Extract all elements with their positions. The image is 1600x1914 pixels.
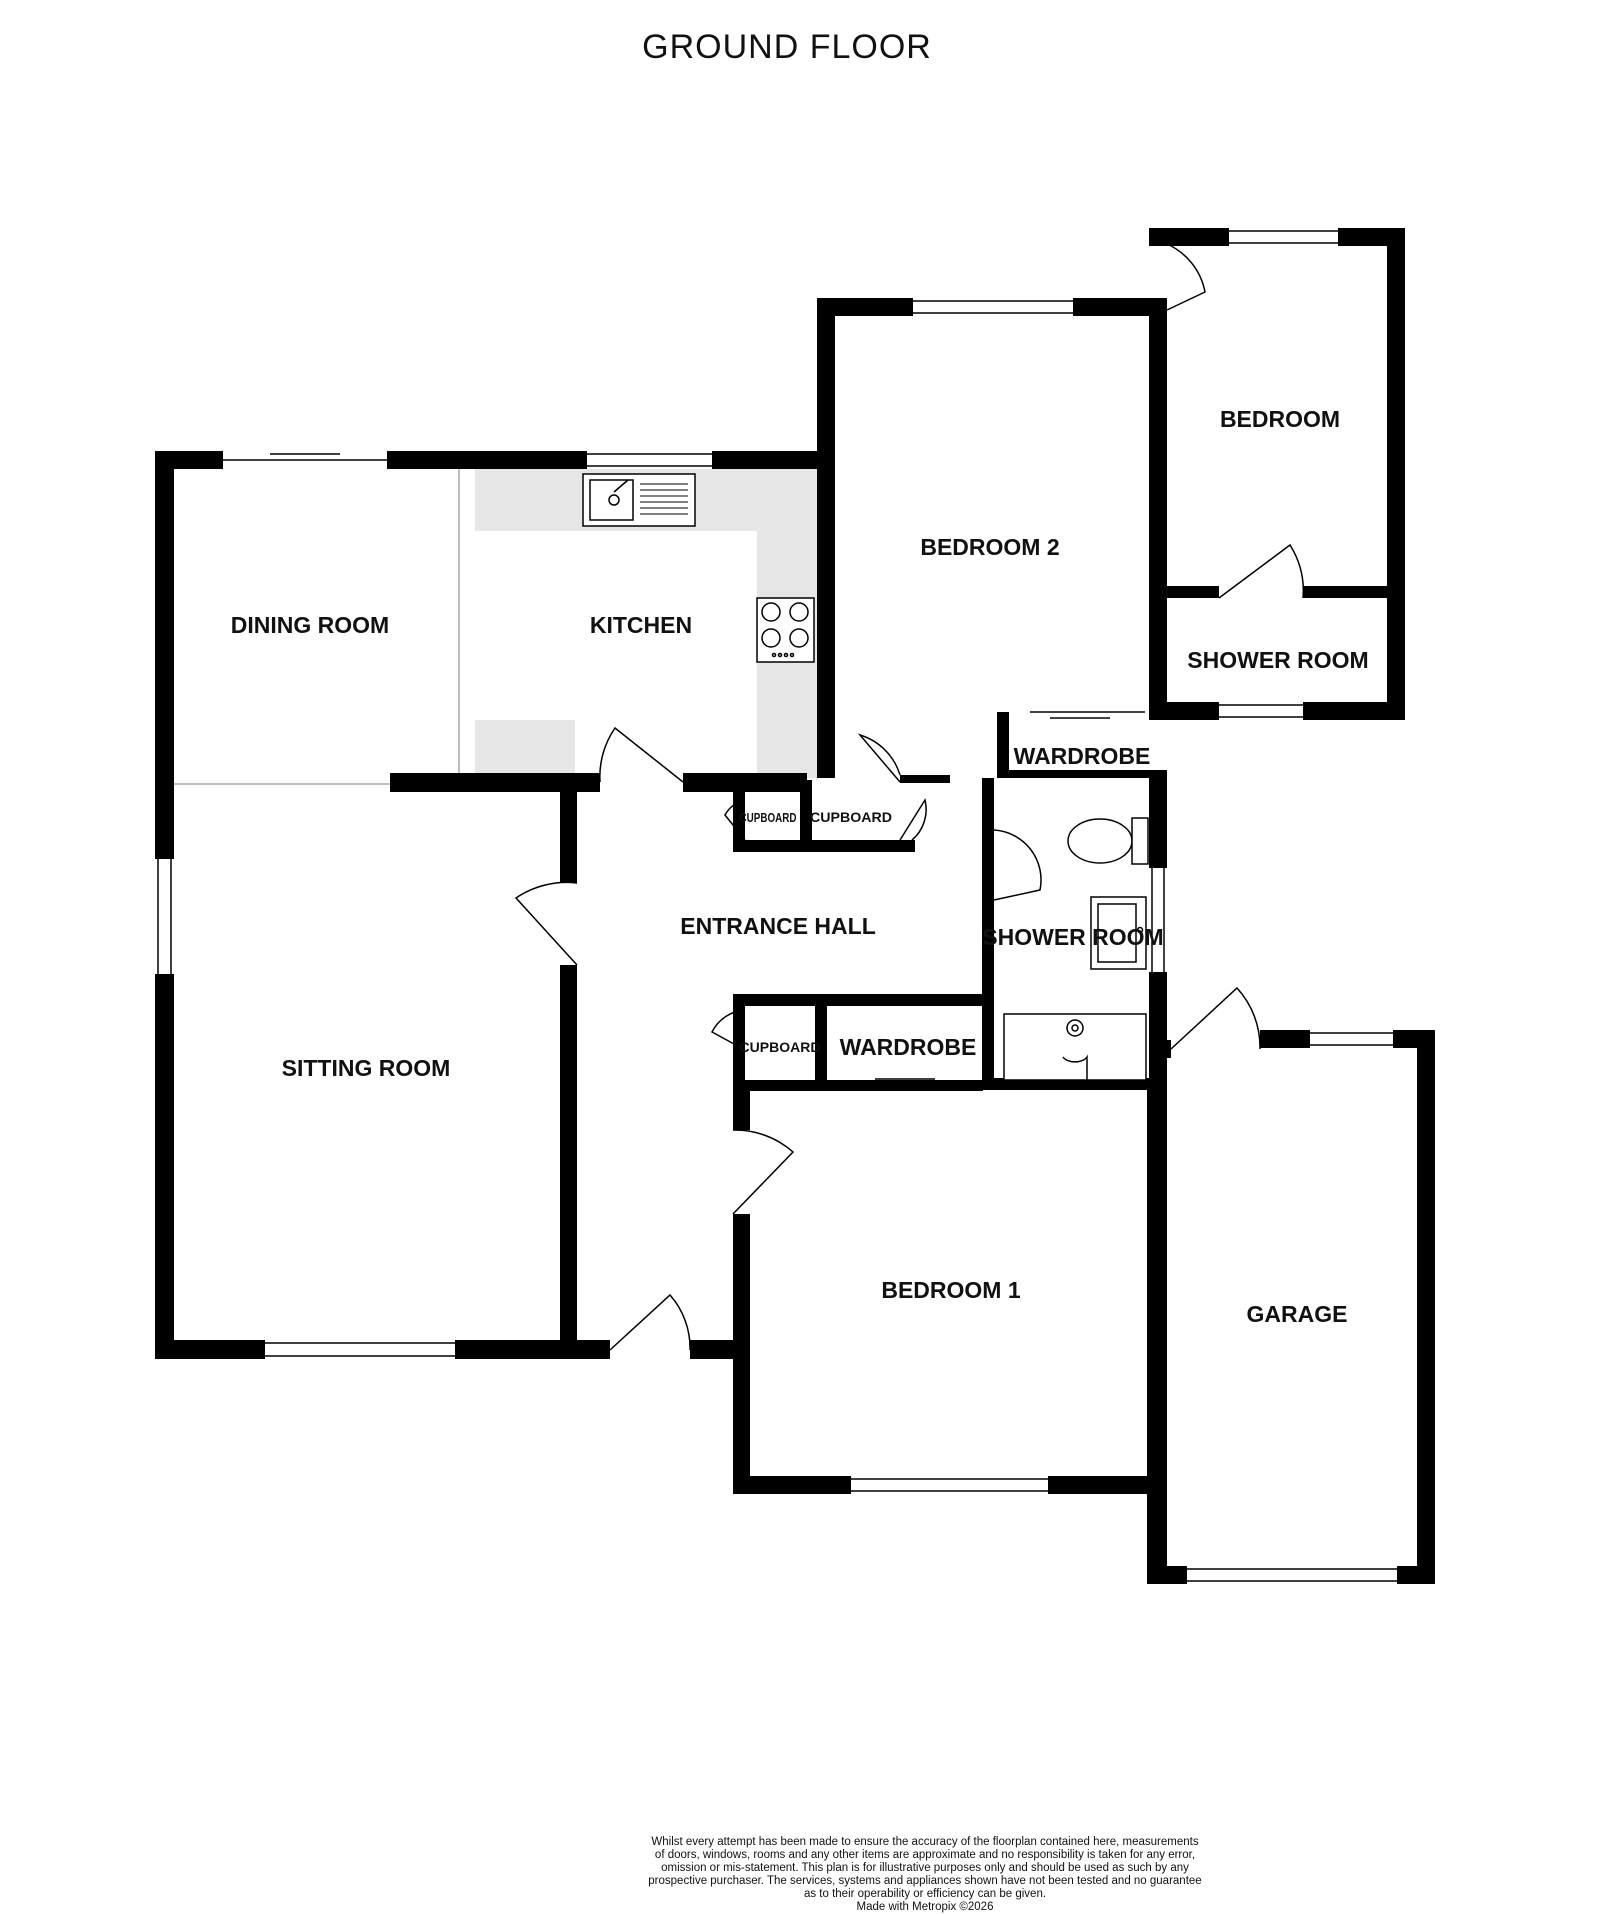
open-plan-dividers [174, 468, 460, 785]
toilet-icon [1067, 817, 1149, 865]
disclaimer-line: omission or mis-statement. This plan is … [661, 1862, 1189, 1874]
shower-tray-icon [1003, 1013, 1147, 1081]
room-label-wardrobe-upper: WARDROBE [1014, 743, 1151, 769]
room-label-bedroom-2: BEDROOM 2 [920, 534, 1059, 560]
hob-icon [756, 597, 815, 663]
floor-title: GROUND FLOOR [642, 28, 932, 66]
room-label-garage: GARAGE [1247, 1301, 1348, 1327]
disclaimer-line: as to their operability or efficiency ca… [803, 1888, 1047, 1900]
room-label-kitchen: KITCHEN [590, 612, 692, 638]
sliding-doors [223, 453, 1145, 1086]
room-label-cupboard-right: CUPBOARD [810, 809, 892, 825]
room-label-cupboard-lower: CUPBOARD [740, 1039, 821, 1055]
basin-icon [1090, 896, 1147, 970]
disclaimer: Whilst every attempt has been made to en… [600, 1836, 1250, 1914]
disclaimer-line: of doors, windows, rooms and any other i… [654, 1849, 1196, 1861]
door-swings [514, 243, 1305, 1351]
room-label-shower-room-upper: SHOWER ROOM [1187, 647, 1368, 673]
windows [157, 230, 1397, 1582]
room-label-wardrobe-lower: WARDROBE [840, 1034, 977, 1060]
room-label-bedroom-1: BEDROOM 1 [881, 1277, 1021, 1303]
room-label-dining-room: DINING ROOM [231, 612, 389, 638]
walls [155, 228, 1435, 1584]
sink-icon [582, 473, 696, 527]
room-label-shower-room-lower: SHOWER ROOM [982, 924, 1163, 950]
disclaimer-line: prospective purchaser. The services, sys… [648, 1875, 1202, 1887]
room-label-sitting-room: SITTING ROOM [282, 1055, 451, 1081]
room-label-cupboard-left: CUPBOARD [740, 810, 797, 825]
disclaimer-credit: Made with Metropix ©2026 [856, 1901, 994, 1913]
room-label-entrance-hall: ENTRANCE HALL [680, 913, 876, 939]
room-labels: DINING ROOM KITCHEN BEDROOM 2 BEDROOM SH… [231, 406, 1369, 1327]
disclaimer-line: Whilst every attempt has been made to en… [651, 1836, 1199, 1848]
room-label-bedroom: BEDROOM [1220, 406, 1340, 432]
